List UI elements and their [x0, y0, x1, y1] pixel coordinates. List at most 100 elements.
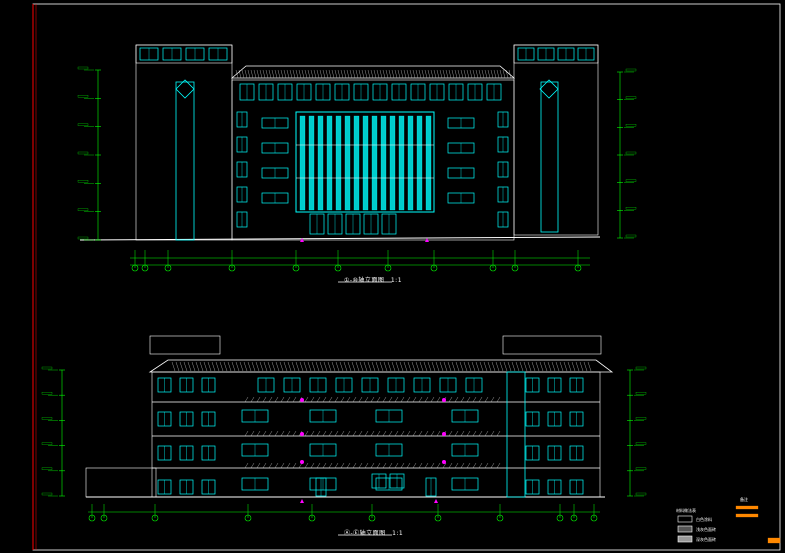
upper-axis-bubble: [384, 264, 392, 272]
upper-roof-hatch: [304, 69, 308, 79]
upper-right-tower-parapet: [513, 44, 599, 64]
upper-axis-bubble: [334, 264, 342, 272]
lower-band-hatch: [322, 430, 327, 437]
lower-roof-hatch: [287, 361, 292, 372]
upper-roof-hatch: [322, 69, 326, 79]
upper-roof-hatch: [307, 69, 311, 79]
lower-roof-hatch: [375, 361, 380, 372]
upper-roof-hatch: [457, 69, 461, 79]
upper-left-tower-parapet: [135, 44, 233, 64]
lower-roof-hatch: [379, 361, 384, 372]
lower-roof-hatch: [507, 361, 512, 372]
lower-roof-hatch: [427, 361, 432, 372]
lower-roof-hatch: [227, 361, 232, 372]
lower-band-hatch: [316, 430, 321, 437]
lower-band-hatch: [346, 462, 351, 469]
lower-roof-hatch: [539, 361, 544, 372]
upper-roof-hatch: [262, 69, 266, 79]
upper-roof-hatch: [310, 69, 314, 79]
lower-axis-bubble: [88, 514, 96, 522]
upper-roof-hatch: [316, 69, 320, 79]
lower-roof-hatch: [455, 361, 460, 372]
lower-band-hatch: [346, 430, 351, 437]
lower-band-hatch: [412, 462, 417, 469]
lower-roof-hatch: [491, 361, 496, 372]
lower-band-hatch: [496, 396, 501, 403]
lower-band-hatch: [256, 430, 261, 437]
lower-roof-hatch: [171, 361, 176, 372]
upper-roof-hatch: [442, 69, 446, 79]
lower-roof-hatch: [315, 361, 320, 372]
lower-band-hatch: [358, 462, 363, 469]
upper-roof-hatch: [331, 69, 335, 79]
lower-band-hatch: [388, 396, 393, 403]
upper-left-level-text: [77, 66, 89, 70]
upper-roof-hatch: [448, 69, 452, 79]
lower-axis-bubble: [556, 514, 564, 522]
lower-roof-hatch: [223, 361, 228, 372]
lower-roof-hatch: [215, 361, 220, 372]
lower-axis-bubble: [244, 514, 252, 522]
lower-band-hatch: [376, 430, 381, 437]
lower-band-hatch: [364, 430, 369, 437]
lower-roof-hatch: [207, 361, 212, 372]
upper-curtain-mullion: [380, 115, 387, 211]
upper-right-level-text: [625, 96, 637, 99]
lower-band-hatch: [418, 462, 423, 469]
upper-roof-hatch: [496, 69, 500, 79]
lower-band-hatch: [424, 462, 429, 469]
lower-band-hatch: [394, 396, 399, 403]
upper-roof-hatch: [484, 69, 488, 79]
lower-band-hatch: [472, 430, 477, 437]
lower-band-hatch: [460, 430, 465, 437]
lower-band-hatch: [268, 430, 273, 437]
lower-band-hatch: [280, 396, 285, 403]
upper-roof-hatch: [472, 69, 476, 79]
lower-roof-hatch: [555, 361, 560, 372]
lower-callout-marker: [442, 398, 446, 402]
upper-roof-hatch: [454, 69, 458, 79]
lower-band-hatch: [370, 430, 375, 437]
lower-roof-hatch: [243, 361, 248, 372]
upper-roof-hatch: [277, 69, 281, 79]
lower-right-stair-shaft: [506, 371, 526, 498]
lower-band-hatch: [310, 430, 315, 437]
lower-roof-hatch: [231, 361, 236, 372]
lower-band-hatch: [274, 462, 279, 469]
upper-axis-bubble: [131, 264, 139, 272]
upper-left-level-text: [77, 151, 89, 155]
lower-left-level-text: [41, 392, 53, 395]
lower-roof-hatch: [499, 361, 504, 372]
lower-band-hatch: [394, 430, 399, 437]
lower-callout-marker: [442, 432, 446, 436]
lower-roof-hatch: [511, 361, 516, 372]
lower-roof-hatch: [339, 361, 344, 372]
upper-roof-hatch: [385, 69, 389, 79]
lower-band-hatch: [286, 396, 291, 403]
lower-roof-hatch: [531, 361, 536, 372]
upper-left-level-text: [77, 236, 89, 240]
lower-band-hatch: [430, 430, 435, 437]
lower-roof-hatch: [275, 361, 280, 372]
lower-podium-left: [85, 467, 157, 498]
lower-band-hatch: [310, 462, 315, 469]
upper-axis-bubble: [430, 264, 438, 272]
lower-band-hatch: [310, 396, 315, 403]
lower-band-hatch: [418, 396, 423, 403]
lower-band-hatch: [286, 462, 291, 469]
upper-roof-hatch: [466, 69, 470, 79]
lower-roof-hatch: [483, 361, 488, 372]
lower-band-hatch: [460, 462, 465, 469]
lower-band-hatch: [328, 430, 333, 437]
lower-roof-hatch: [559, 361, 564, 372]
lower-right-level-text: [635, 492, 647, 496]
lower-roof-hatch: [447, 361, 452, 372]
lower-left-parapet: [149, 335, 221, 355]
upper-roof-hatch: [250, 69, 254, 79]
lower-roof-hatch: [235, 361, 240, 372]
upper-roof-hatch: [238, 69, 242, 79]
upper-roof-hatch: [403, 69, 407, 79]
lower-roof-hatch: [267, 361, 272, 372]
upper-roof-hatch: [451, 69, 455, 79]
upper-left-diamond-window: [175, 79, 195, 99]
